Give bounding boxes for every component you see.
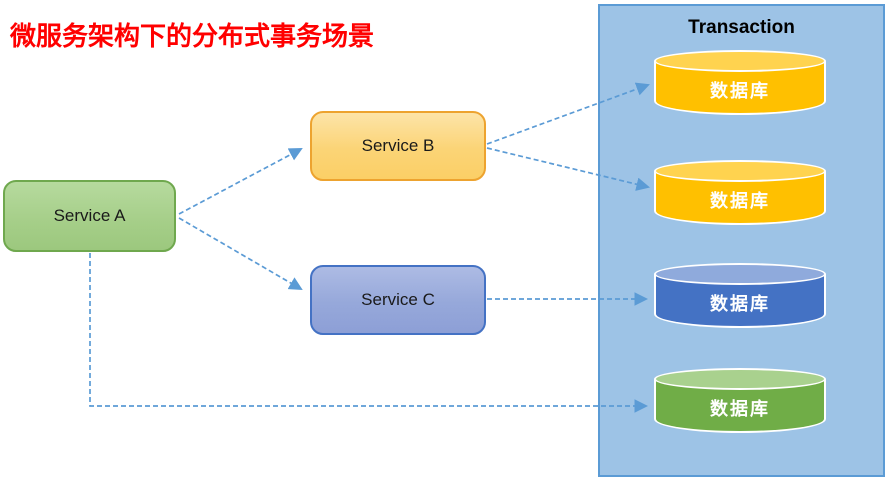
- database-cylinder-2: 数据库: [654, 160, 826, 225]
- service-c-label: Service C: [361, 290, 435, 309]
- service-c-node: Service C: [310, 265, 486, 335]
- database-cylinder-top: [654, 368, 826, 390]
- database-cylinder-1: 数据库: [654, 50, 826, 115]
- diagram-title: 微服务架构下的分布式事务场景: [10, 21, 375, 51]
- service-a-label: Service A: [53, 206, 126, 225]
- database-1-label: 数据库: [710, 81, 770, 101]
- service-a-node: Service A: [3, 180, 176, 252]
- service-b-node: Service B: [310, 111, 486, 181]
- service-b-label: Service B: [361, 136, 435, 155]
- database-cylinder-top: [654, 263, 826, 285]
- database-cylinder-4: 数据库: [654, 368, 826, 433]
- connector-service-a-to-service-b: [178, 148, 303, 215]
- database-3-label: 数据库: [710, 294, 770, 314]
- connector-service-a-to-service-c: [178, 217, 303, 291]
- database-cylinder-3: 数据库: [654, 263, 826, 328]
- transaction-panel-title: Transaction: [688, 17, 795, 38]
- database-cylinder-top: [654, 50, 826, 72]
- database-4-label: 数据库: [710, 399, 770, 419]
- transaction-panel: Transaction 数据库 数据库 数据库 数据库: [598, 4, 885, 477]
- database-2-label: 数据库: [710, 191, 770, 211]
- database-cylinder-top: [654, 160, 826, 182]
